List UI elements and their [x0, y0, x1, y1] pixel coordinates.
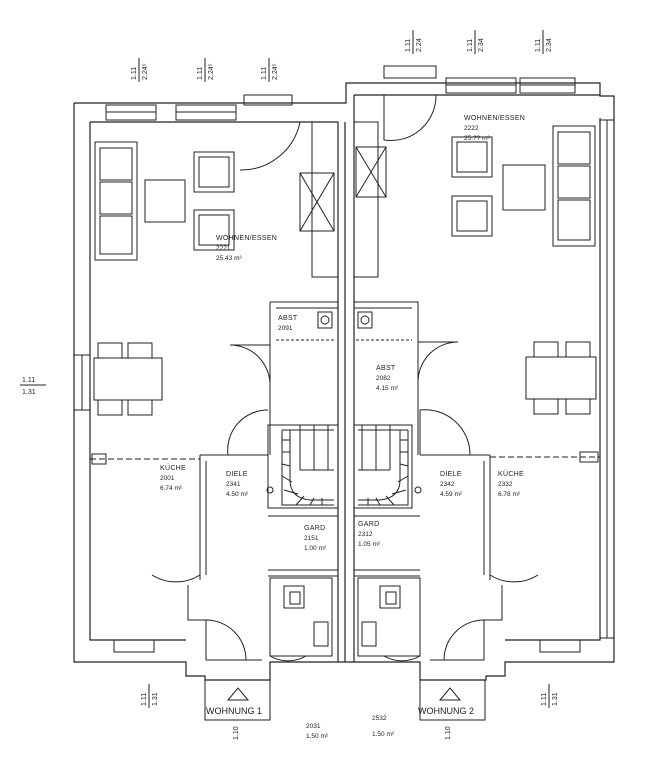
side-windows [73, 119, 615, 639]
room-name-wc-right: ABST [376, 365, 396, 372]
window-tag: 1.11 2.24⁵ [261, 58, 279, 82]
room-number-hall-right: 2342 [440, 481, 455, 488]
bottom-window-tag: 1.11 1.31 [141, 684, 159, 708]
window-tag: 1.11 2.34 [535, 30, 553, 54]
svg-text:1.11: 1.11 [141, 693, 148, 706]
room-number-wardrobe-right: 2312 [358, 531, 373, 538]
svg-text:1.11: 1.11 [261, 67, 268, 80]
stairs [266, 424, 422, 517]
svg-text:1.11: 1.11 [131, 67, 138, 80]
svg-text:1.10: 1.10 [445, 726, 452, 740]
window-tag: 1.11 2.34 [467, 30, 485, 54]
svg-text:2.24⁵: 2.24⁵ [142, 63, 149, 80]
room-name-wardrobe-left: GARD [304, 525, 325, 532]
unit-label-right: WOHNUNG 2 [418, 706, 474, 716]
room-area-entrance-right: 1.50 m² [372, 731, 395, 738]
entrance-tag: 1.10 [445, 726, 452, 740]
svg-text:1.10: 1.10 [233, 726, 240, 740]
floor-lines [90, 639, 600, 653]
window-tag: 1.11 2.24⁵ [197, 58, 215, 82]
svg-text:1.11: 1.11 [22, 377, 35, 384]
room-area-livingdining-left: 25.43 m² [216, 255, 242, 262]
room-number-kitchen-left: 2001 [160, 475, 175, 482]
svg-text:1.11: 1.11 [197, 67, 204, 80]
window-tag: 1.11 2.24⁵ [131, 58, 149, 82]
room-area-wc-right: 4.15 m² [376, 385, 399, 392]
svg-text:2.34: 2.34 [478, 38, 485, 52]
room-name-livingdining-right: WOHNEN/ESSEN [464, 115, 525, 122]
svg-text:1.11: 1.11 [535, 39, 542, 52]
svg-text:2.34: 2.34 [546, 38, 553, 52]
room-number-kitchen-right: 2332 [498, 481, 513, 488]
svg-text:2.24: 2.24 [416, 38, 423, 52]
terrace-doors [239, 94, 437, 171]
room-number-livingdining-left: 2221 [216, 245, 231, 252]
svg-text:1.31: 1.31 [22, 389, 36, 396]
unit-label-left: WOHNUNG 1 [206, 706, 262, 716]
wc-rooms [229, 301, 459, 455]
room-number-entrance-right: 2532 [372, 715, 387, 722]
entrance-area [187, 569, 503, 721]
room-name-wardrobe-right: GARD [358, 521, 379, 528]
room-name-hall-left: DIELE [226, 471, 248, 478]
bottom-window-tag: 1.11 1.31 [541, 684, 559, 708]
room-area-kitchen-left: 6.74 m² [160, 485, 183, 492]
side-window-tag: 1.11 1.31 [20, 377, 46, 396]
room-number-hall-left: 2341 [226, 481, 241, 488]
room-area-entrance-left: 1.50 m² [306, 733, 329, 740]
top-windows [105, 65, 576, 121]
furniture-right [451, 125, 597, 415]
window-tag: 1.11 2.24 [405, 30, 423, 54]
svg-text:1.31: 1.31 [552, 692, 559, 706]
outer-walls [73, 82, 615, 681]
room-area-hall-left: 4.50 m² [226, 491, 249, 498]
room-number-livingdining-right: 2222 [464, 125, 479, 132]
svg-text:1.11: 1.11 [541, 693, 548, 706]
room-name-hall-right: DIELE [440, 471, 462, 478]
furniture-left [93, 141, 235, 416]
room-number-wc-left: 2091 [278, 325, 293, 332]
svg-text:2.24⁵: 2.24⁵ [272, 63, 279, 80]
room-area-livingdining-right: 25.?? m² [464, 135, 490, 142]
room-name-kitchen-right: KÜCHE [498, 470, 524, 478]
svg-text:1.11: 1.11 [405, 39, 412, 52]
svg-text:1.31: 1.31 [152, 692, 159, 706]
room-area-kitchen-right: 6.78 m² [498, 491, 521, 498]
entrance-tag: 1.10 [233, 726, 240, 740]
room-name-kitchen-left: KÜCHE [160, 464, 186, 472]
room-number-wc-right: 2082 [376, 375, 391, 382]
svg-text:1.11: 1.11 [467, 39, 474, 52]
room-name-livingdining-left: WOHNEN/ESSEN [216, 235, 277, 242]
room-name-wc-left: ABST [278, 315, 298, 322]
room-number-wardrobe-left: 2151 [304, 535, 319, 542]
room-area-hall-right: 4.59 m² [440, 491, 463, 498]
shafts [299, 121, 387, 278]
room-area-wardrobe-right: 1.05 m² [358, 541, 381, 548]
svg-text:2.24⁵: 2.24⁵ [208, 63, 215, 80]
partitions [90, 409, 600, 583]
room-area-wardrobe-left: 1.00 m² [304, 545, 327, 552]
room-number-entrance-left: 2031 [306, 723, 321, 730]
